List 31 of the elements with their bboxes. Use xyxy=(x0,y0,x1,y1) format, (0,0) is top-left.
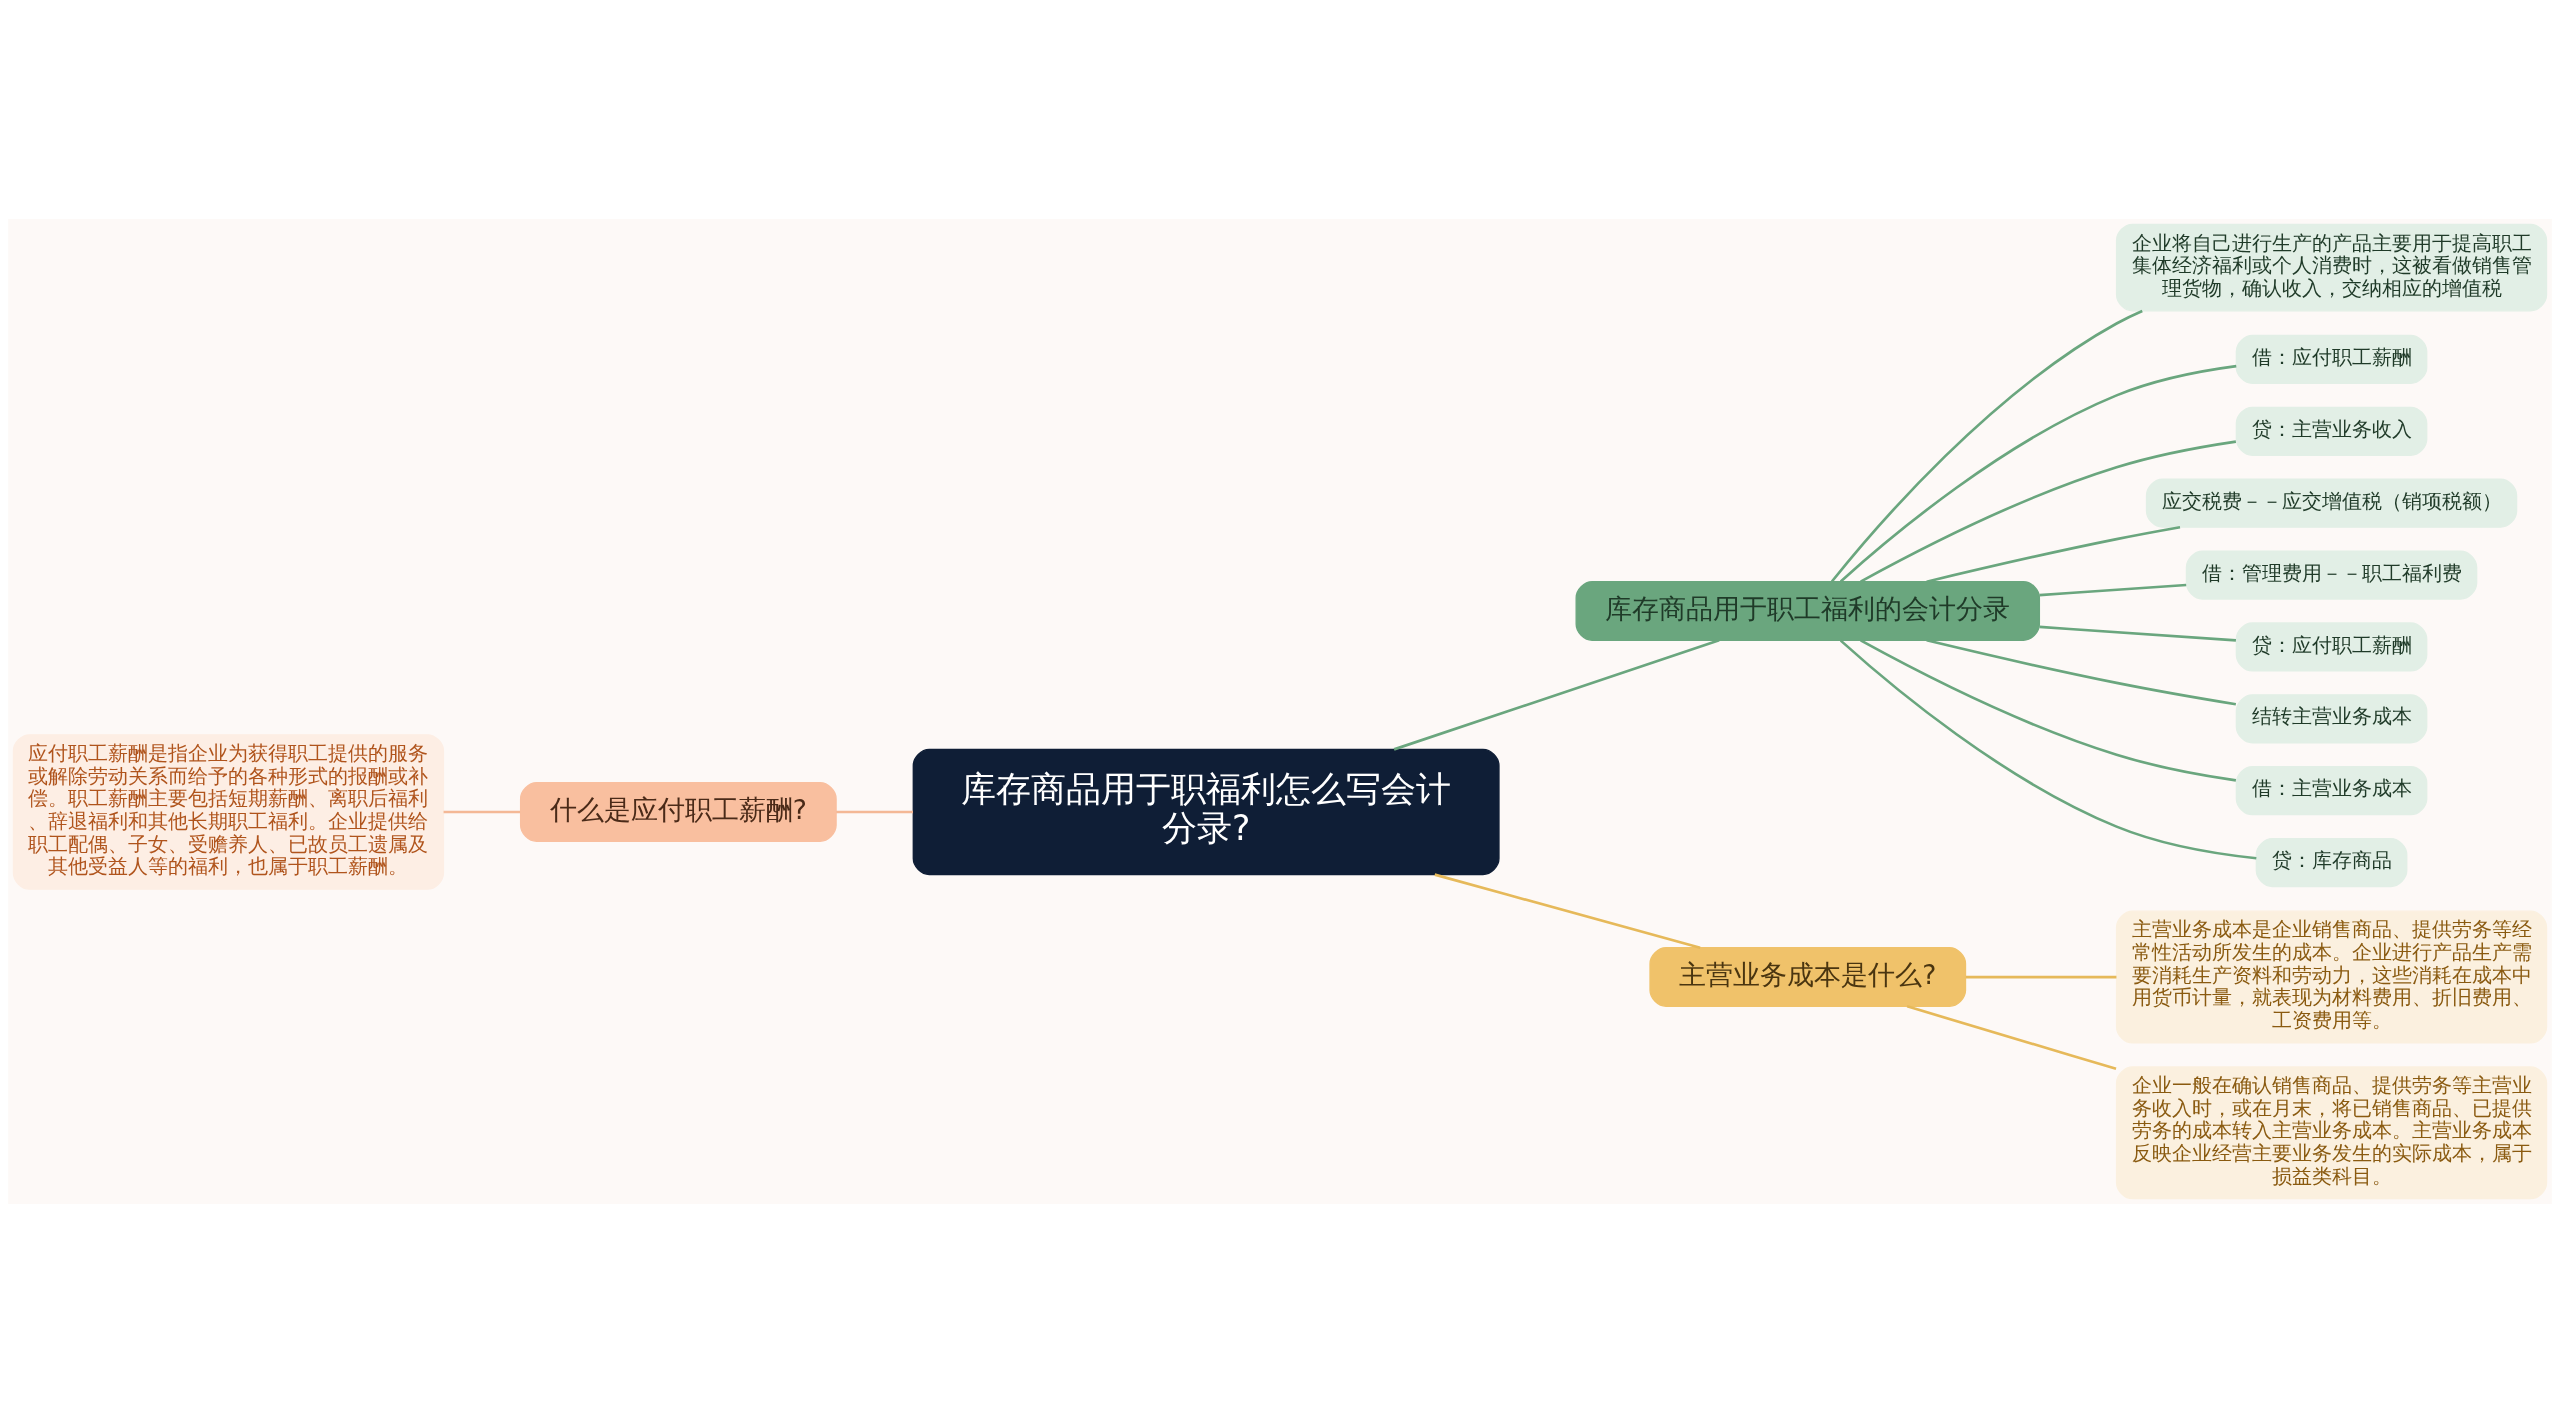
connector xyxy=(836,810,913,813)
node-box: 贷：主营业务收入 xyxy=(2235,406,2428,456)
connector xyxy=(1965,975,2117,978)
connector xyxy=(2039,625,2236,642)
connector xyxy=(2039,583,2187,596)
node-box: 应付职工薪酬是指企业为获得职工提供的服务或解除劳动关系而给予的各种形式的报酬或补偿。职工薪酬主要包括短期薪酬、离职后福利、辞退福利和其他长期职工福利。企业提供给职工配偶、子女、受赡养人、已故员工遗属及其他受益人等的福利，也属于职工薪酬。 xyxy=(12,733,445,890)
node-box: 借：主营业务成本 xyxy=(2235,765,2428,815)
node-box: 借：管理费用－－职工福利费 xyxy=(2185,549,2478,600)
connector xyxy=(1830,309,2143,582)
node-box: 贷：库存商品 xyxy=(2255,837,2408,887)
node-box: 应交税费－－应交增值税（销项税额） xyxy=(2145,478,2518,528)
connector xyxy=(1434,872,1701,949)
node-box: 什么是应付职工薪酬? xyxy=(519,781,837,842)
node-box: 结转主营业务成本 xyxy=(2235,693,2428,743)
connector xyxy=(1926,638,2237,706)
node-box: 企业将自己进行生产的产品主要用于提高职工集体经济福利或个人消费时，这被看做销售管理货物，确认收入，交纳相应的增值税 xyxy=(2115,223,2548,311)
node-box: 主营业务成本是什么? xyxy=(1649,946,1967,1007)
node-box: 库存商品用于职工福利的会计分录 xyxy=(1575,580,2041,641)
connector xyxy=(1839,364,2237,582)
node-box: 贷：应付职工薪酬 xyxy=(2235,621,2428,672)
connector xyxy=(1906,1004,2117,1070)
node-box: 库存商品用于职福利怎么写会计分录? xyxy=(912,748,1500,875)
connector xyxy=(1860,439,2237,583)
connector xyxy=(1926,525,2181,583)
node-box: 借：应付职工薪酬 xyxy=(2235,334,2428,384)
node-box: 企业一般在确认销售商品、提供劳务等主营业务收入时，或在月末，将已销售商品、已提供劳务的成本转入主营业务成本。主营业务成本反映企业经营主要业务发生的实际成本，属于损益类科目。 xyxy=(2115,1065,2548,1199)
connector xyxy=(1839,639,2257,860)
connector xyxy=(1393,638,1720,751)
node-box: 主营业务成本是企业销售商品、提供劳务等经常性活动所发生的成本。企业进行产品生产需要消耗生产资料和劳动力，这些消耗在成本中用货币计量，就表现为材料费用、折旧费用、工资费用等。 xyxy=(2115,910,2548,1044)
connector xyxy=(1860,638,2237,782)
connector xyxy=(443,810,521,813)
